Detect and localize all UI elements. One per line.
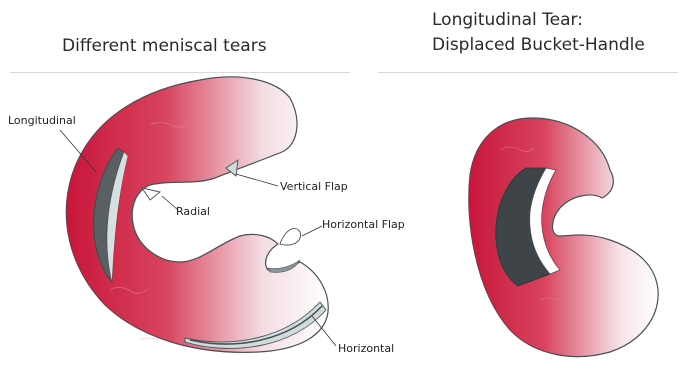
label-horizontal: Horizontal [338,342,394,355]
label-vertical-flap: Vertical Flap [280,180,348,193]
radial-tear [142,188,160,200]
label-radial: Radial [176,205,210,218]
horizontal-flap-tear [280,228,301,245]
label-horizontal-flap: Horizontal Flap [322,218,405,231]
label-longitudinal: Longitudinal [8,114,76,127]
left-texture-3 [140,338,158,340]
leader-horizontal-flap [302,226,322,236]
leader-vertical-flap [236,174,278,186]
